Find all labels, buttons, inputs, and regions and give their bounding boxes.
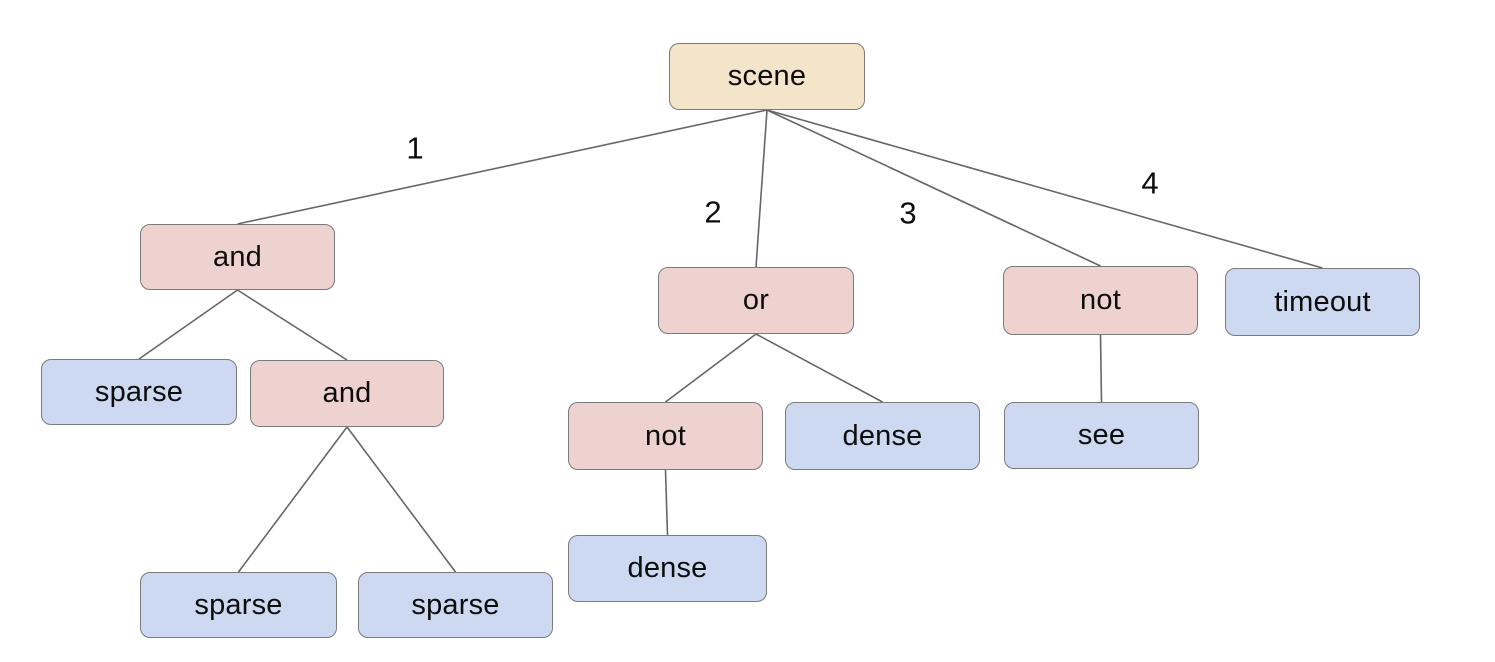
tree-node-and2: and bbox=[250, 360, 444, 427]
tree-node-sparse3: sparse bbox=[358, 572, 553, 638]
tree-node-not2: not bbox=[568, 402, 763, 470]
tree-node-see: see bbox=[1004, 402, 1199, 469]
edge-and1-and2 bbox=[237, 289, 348, 361]
edge-and1-sparse1 bbox=[138, 289, 238, 360]
tree-node-scene: scene bbox=[669, 43, 865, 110]
node-label: dense bbox=[627, 552, 708, 584]
edge-label-2: 2 bbox=[704, 194, 722, 230]
tree-node-or1: or bbox=[658, 267, 854, 334]
node-label: not bbox=[645, 419, 686, 452]
tree-node-dense2: dense bbox=[568, 535, 767, 602]
node-label: timeout bbox=[1274, 285, 1371, 318]
edge-or1-dense1 bbox=[755, 333, 883, 403]
edge-scene-or1 bbox=[755, 109, 768, 268]
edge-not1-see bbox=[1099, 334, 1103, 403]
node-label: see bbox=[1077, 419, 1126, 451]
node-label: sparse bbox=[411, 588, 500, 621]
node-label: scene bbox=[727, 60, 807, 92]
node-label: or bbox=[742, 284, 770, 316]
node-label: sparse bbox=[94, 375, 184, 408]
edge-not2-dense2 bbox=[664, 469, 669, 536]
node-label: not bbox=[1080, 284, 1121, 316]
edge-label-3: 3 bbox=[899, 195, 917, 231]
tree-node-sparse2: sparse bbox=[140, 572, 337, 638]
edge-scene-timeout bbox=[766, 109, 1323, 269]
edge-and2-sparse3 bbox=[346, 426, 457, 573]
node-label: sparse bbox=[194, 588, 283, 621]
tree-node-timeout: timeout bbox=[1225, 268, 1420, 336]
edge-scene-and1 bbox=[237, 109, 768, 225]
edge-label-1: 1 bbox=[406, 130, 424, 166]
tree-node-not1: not bbox=[1003, 266, 1198, 335]
edge-label-4: 4 bbox=[1141, 165, 1159, 201]
tree-node-and1: and bbox=[140, 224, 335, 290]
edge-scene-not1 bbox=[766, 109, 1101, 267]
node-label: and bbox=[213, 240, 262, 273]
tree-node-sparse1: sparse bbox=[41, 359, 237, 425]
tree-node-dense1: dense bbox=[785, 402, 980, 470]
node-label: and bbox=[322, 377, 372, 409]
edge-and2-sparse2 bbox=[237, 426, 348, 573]
node-label: dense bbox=[842, 419, 923, 452]
edge-or1-not2 bbox=[665, 333, 757, 403]
